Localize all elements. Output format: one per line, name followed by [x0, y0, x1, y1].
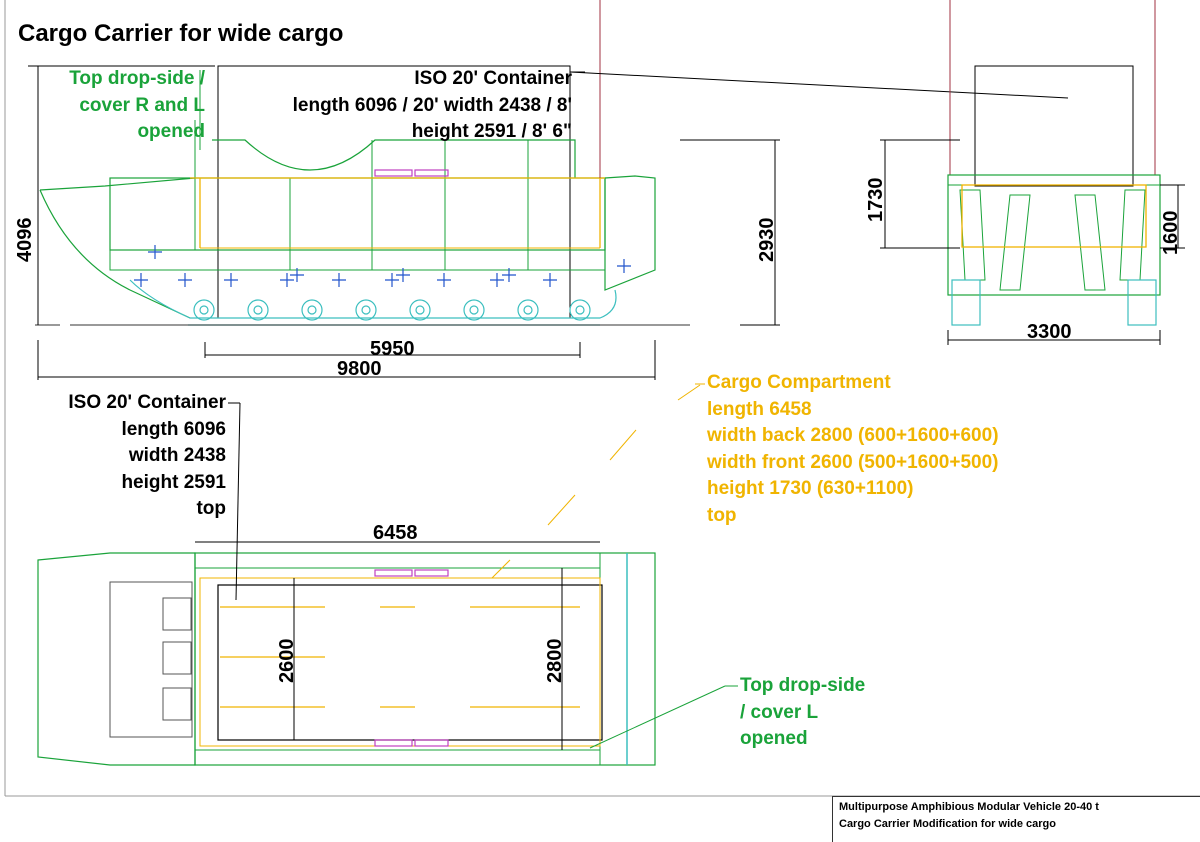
top-container-line-3: width 2438 [128, 445, 226, 466]
dim-back-width: 2800 [544, 638, 566, 684]
compartment-line-5: height 1730 (630+1100) [707, 478, 914, 499]
top-view [37, 383, 738, 766]
dim-height-hull: 2930 [756, 217, 778, 263]
title-block-line-2: Cargo Carrier Modification for wide carg… [839, 818, 1056, 830]
top-cover-note: Top drop-side / cover L opened [740, 673, 865, 753]
top-cover-line-2: / cover L [740, 701, 819, 723]
side-container-line-3: height 2591 / 8' 6" [411, 121, 572, 142]
top-container-line-1: ISO 20' Container [68, 392, 226, 413]
side-cover-line-2: cover R and L [79, 94, 205, 116]
dim-top-length: 6458 [373, 522, 418, 544]
compartment-line-4: width front 2600 (500+1600+500) [707, 451, 999, 473]
top-container-line-2: length 6096 [121, 418, 226, 440]
compartment-line-3: width back 2800 (600+1600+600) [707, 425, 999, 446]
compartment-note: Cargo Compartment length 6458 width back… [707, 370, 999, 529]
dim-length: 9800 [337, 358, 382, 380]
side-cover-line-1: Top drop-side / [69, 68, 205, 89]
dim-inner-height: 1600 [1160, 210, 1182, 256]
top-cover-line-3: opened [740, 728, 808, 749]
side-container-line-2: length 6096 / 20' width 2438 / 8' [292, 94, 572, 116]
side-cover-line-3: opened [137, 121, 205, 142]
top-cover-line-1: Top drop-side [740, 675, 866, 696]
side-cover-note: Top drop-side / cover R and L opened [30, 66, 205, 146]
rear-view [880, 0, 1185, 345]
top-container-note: ISO 20' Container length 6096 width 2438… [30, 390, 226, 523]
title-block: Multipurpose Amphibious Modular Vehicle … [832, 796, 1200, 842]
top-container-line-5: top [196, 498, 226, 519]
compartment-line-2: length 6458 [707, 398, 812, 420]
top-container-line-4: height 2591 [121, 471, 226, 493]
dim-track: 5950 [370, 338, 415, 360]
side-container-line-1: ISO 20' Container [414, 68, 572, 89]
dim-cargo-height: 1730 [865, 177, 887, 223]
dim-rear-width: 3300 [1027, 321, 1072, 343]
compartment-line-6: top [707, 504, 737, 526]
dim-front-width: 2600 [276, 638, 298, 684]
side-view [28, 0, 1069, 380]
side-container-note: ISO 20' Container length 6096 / 20' widt… [230, 66, 572, 146]
compartment-line-1: Cargo Compartment [707, 372, 891, 393]
page-title: Cargo Carrier for wide cargo [18, 20, 344, 47]
dim-height-total: 4096 [14, 217, 36, 263]
title-block-line-1: Multipurpose Amphibious Modular Vehicle … [839, 801, 1099, 813]
